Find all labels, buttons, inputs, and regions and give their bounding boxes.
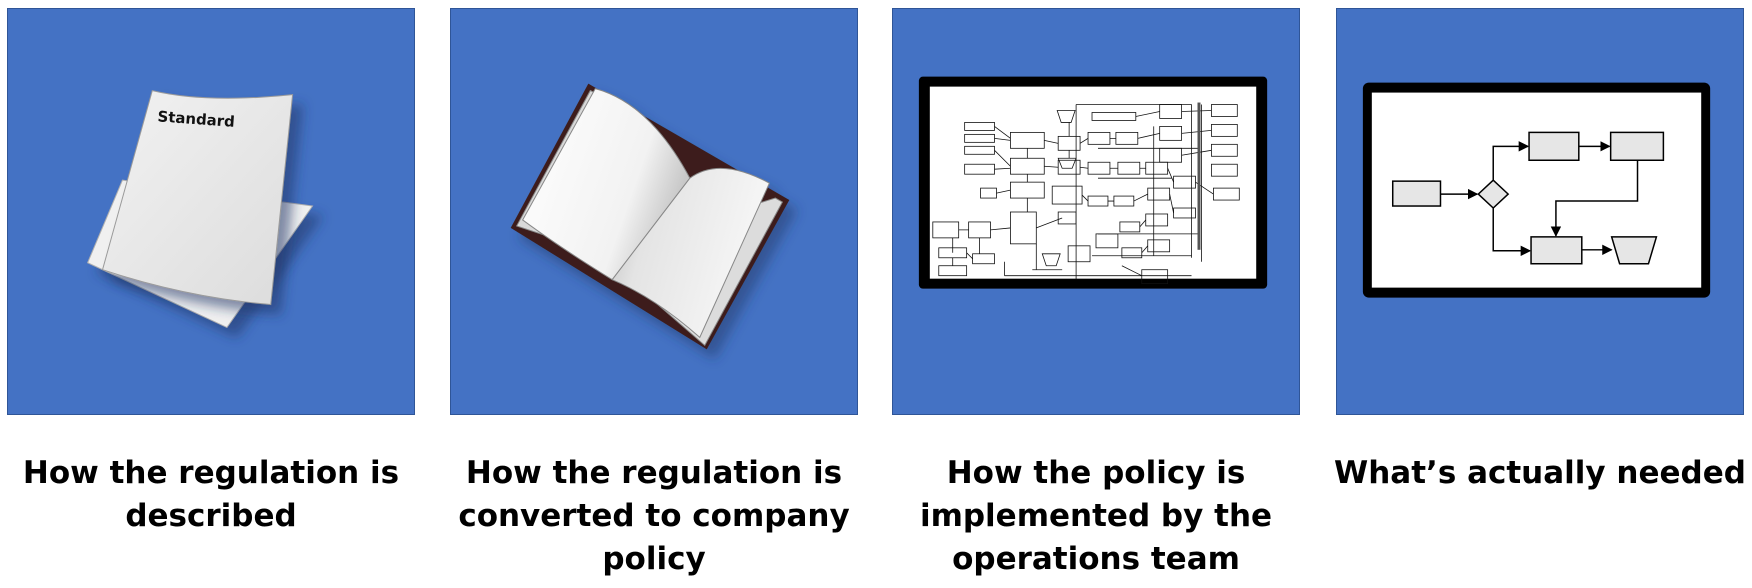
dense-diagram [932, 104, 1240, 285]
book [510, 83, 790, 350]
complex-flowchart-icon [918, 76, 1268, 289]
policy-caption: How the regulation is converted to compa… [458, 455, 850, 577]
operations-panel [892, 8, 1300, 415]
process-box-top-2 [1609, 131, 1665, 161]
front-sheet [101, 90, 294, 306]
simple-flowchart-icon [1362, 82, 1711, 298]
right-page [611, 167, 771, 339]
open-book-icon [510, 83, 790, 350]
flow-connectors [1440, 141, 1639, 257]
needed-caption: What’s actually needed [1334, 455, 1746, 491]
screen [929, 86, 1257, 279]
start-box [1391, 180, 1442, 207]
paper-documents-icon: Standard [86, 90, 314, 329]
operations-caption: How the policy is implemented by the ope… [919, 455, 1273, 577]
regulation-caption: How the regulation is described [22, 455, 400, 534]
process-box-bottom [1530, 236, 1583, 265]
process-box-top-1 [1528, 131, 1580, 161]
flow-shapes [1391, 131, 1665, 265]
regulation-panel: Standard [7, 8, 415, 415]
bus-bar [1197, 102, 1201, 250]
policy-panel [450, 8, 858, 415]
document-label: Standard [157, 107, 235, 130]
trapezoid-shape [1610, 236, 1658, 265]
needed-panel [1336, 8, 1744, 415]
